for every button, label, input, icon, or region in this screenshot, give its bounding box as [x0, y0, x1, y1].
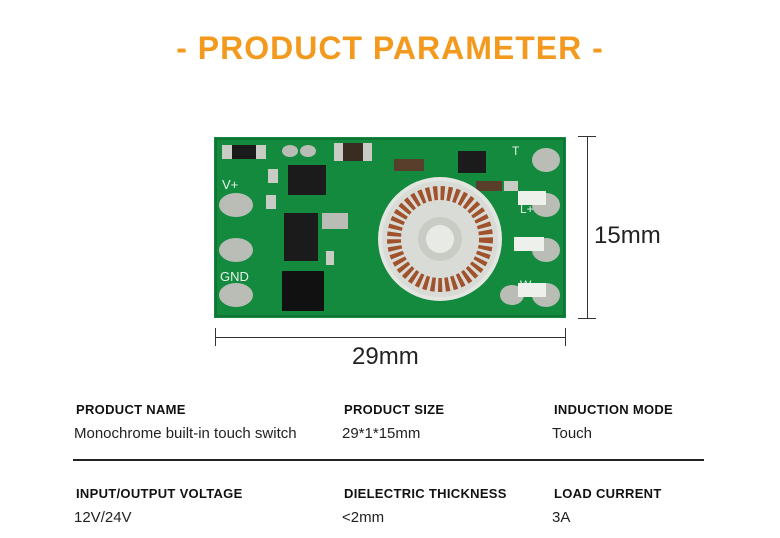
silk-label-yminus: Y− [520, 238, 535, 252]
pcb-board-image: V+ GND T L+ Y− W− [214, 137, 566, 318]
silk-label-gnd: GND [220, 269, 249, 284]
solder-pad-mid [219, 238, 253, 262]
height-dimension-label: 15mm [594, 222, 661, 249]
param-value-product-size: 29*1*15mm [342, 425, 421, 442]
param-value-induction-mode: Touch [552, 425, 593, 442]
silk-label-lplus: L+ [520, 202, 534, 216]
width-dimension-label: 29mm [352, 343, 419, 370]
param-label-dielectric-thickness: DIELECTRIC THICKNESS [344, 486, 507, 501]
height-dimension-tick-top [578, 136, 596, 137]
param-label-product-size: PRODUCT SIZE [344, 402, 445, 417]
silk-label-vplus: V+ [222, 177, 238, 192]
solder-pad-gnd [219, 283, 253, 307]
param-value-product-name: Monochrome built-in touch switch [74, 425, 297, 442]
silk-label-t: T [512, 144, 520, 158]
solder-pad-vplus [219, 193, 253, 217]
param-label-product-name: PRODUCT NAME [76, 402, 186, 417]
pcb-board-graphic: V+ GND T L+ Y− W− [214, 137, 566, 318]
page-title: - PRODUCT PARAMETER - [176, 30, 604, 66]
width-dimension-line [215, 337, 566, 338]
param-value-io-voltage: 12V/24V [74, 509, 132, 526]
height-dimension-line [587, 136, 588, 318]
param-value-dielectric-thickness: <2mm [342, 509, 385, 526]
table-divider [73, 459, 704, 461]
param-label-induction-mode: INDUCTION MODE [554, 402, 674, 417]
param-value-load-current: 3A [552, 509, 571, 526]
width-dimension-tick-left [215, 328, 216, 346]
param-label-load-current: LOAD CURRENT [554, 486, 662, 501]
height-dimension-tick-bottom [578, 318, 596, 319]
silk-label-wminus: W− [520, 278, 538, 292]
width-dimension-tick-right [565, 328, 566, 346]
param-label-io-voltage: INPUT/OUTPUT VOLTAGE [76, 486, 243, 501]
